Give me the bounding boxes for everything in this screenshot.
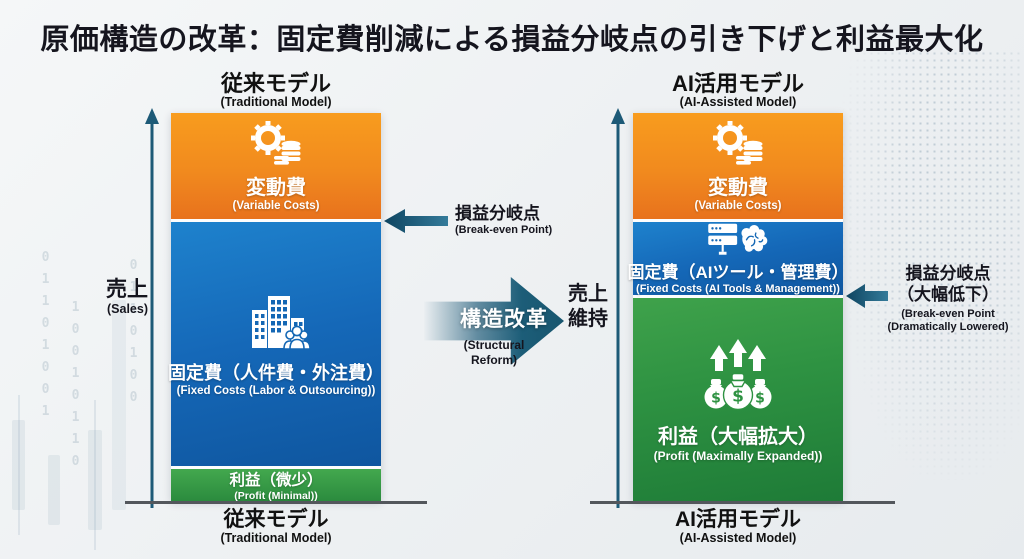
left-profit-segment: 利益（微少） (Profit (Minimal)) — [171, 469, 381, 502]
breakeven-en: (Break-even Point) — [455, 224, 553, 237]
candlestick-wick-decoration — [18, 395, 20, 535]
candlestick-decoration — [48, 455, 60, 525]
candlestick-decoration — [88, 430, 102, 530]
left-chart-footer: 従来モデル (Traditional Model) — [176, 508, 376, 545]
segment-label-jp: 利益（微少） — [229, 472, 323, 489]
breakeven-en-line2: (Dramatically Lowered) — [887, 321, 1009, 334]
right-breakeven-label: 損益分岐点 （大幅低下） (Break-even Point (Dramatic… — [878, 263, 1018, 335]
left-header-en: (Traditional Model) — [220, 95, 332, 110]
segment-label-en: (Profit (Maximally Expanded)) — [653, 448, 823, 463]
right-variable-costs-segment: 変動費 (Variable Costs) — [633, 113, 843, 219]
left-axis-label: 売上 (Sales) — [98, 278, 148, 316]
right-chart-header: AI活用モデル (AI-Assisted Model) — [638, 72, 838, 109]
left-fixed-costs-segment: 固定費（人件費・外注費） (Fixed Costs (Labor & Outso… — [168, 222, 384, 466]
sales-maintained-label: 売上 維持 — [565, 282, 611, 332]
right-profit-segment: $ $ $ 利益（大幅拡大） (Profit (Maximally Expand… — [633, 298, 843, 501]
axis-arrowhead-icon — [145, 108, 159, 124]
sales-maintained-line1: 売上 — [568, 283, 608, 305]
server-brain-icon — [708, 223, 768, 255]
segment-label-en: (Variable Costs) — [694, 200, 782, 212]
candlestick-decoration — [12, 420, 25, 510]
segment-label-en: (Fixed Costs (AI Tools & Management)) — [636, 283, 840, 295]
segment-label-jp: 固定費（人件費・外注費） — [168, 362, 384, 383]
left-variable-costs-segment: 変動費 (Variable Costs) — [171, 113, 381, 219]
sales-maintained-line2: 維持 — [568, 308, 608, 330]
reform-label-en: (Structural Reform) — [436, 338, 552, 368]
right-fixed-costs-segment: 固定費（AIツール・管理費） (Fixed Costs (AI Tools & … — [628, 222, 849, 295]
page-title: 原価構造の改革：固定費削減による損益分岐点の引き下げと利益最大化 — [40, 24, 984, 56]
left-footer-jp: 従来モデル — [223, 508, 329, 531]
left-breakeven-label: 損益分岐点 (Break-even Point) — [455, 203, 552, 238]
segment-label-en: (Variable Costs) — [232, 200, 320, 212]
right-header-en: (AI-Assisted Model) — [679, 95, 797, 110]
segment-label-jp: 固定費（AIツール・管理費） — [627, 263, 849, 282]
sales-label-en: (Sales) — [107, 302, 148, 317]
breakeven-left-arrow-icon — [384, 209, 448, 233]
binary-decoration: 0110100 — [126, 258, 141, 412]
breakeven-jp-line2: （大幅低下） — [897, 285, 999, 305]
right-footer-jp: AI活用モデル — [675, 508, 801, 531]
right-y-axis — [611, 108, 625, 508]
sales-label-jp: 売上 — [106, 278, 148, 301]
candlestick-decoration — [112, 300, 126, 510]
svg-text:$: $ — [755, 390, 765, 406]
segment-label-en: (Fixed Costs (Labor & Outsourcing)) — [176, 384, 376, 397]
binary-decoration: 10010110 — [68, 300, 83, 476]
svg-text:$: $ — [711, 390, 721, 406]
left-footer-en: (Traditional Model) — [220, 531, 332, 546]
left-y-axis — [145, 108, 159, 508]
right-footer-en: (AI-Assisted Model) — [679, 531, 797, 546]
svg-text:$: $ — [732, 386, 744, 406]
candlestick-wick-decoration — [94, 400, 96, 550]
reform-en-line2: Reform) — [470, 353, 517, 367]
breakeven-en-line1: (Break-even Point — [901, 307, 995, 320]
right-header-jp: AI活用モデル — [671, 71, 804, 96]
segment-label-en: (Profit (Minimal)) — [234, 490, 318, 502]
gear-coins-icon — [251, 121, 301, 165]
segment-label-jp: 利益（大幅拡大） — [658, 425, 818, 448]
world-dot-map-decoration — [840, 50, 1024, 480]
reform-en-line1: (Structural — [463, 338, 525, 352]
axis-arrowhead-icon — [611, 108, 625, 124]
breakeven-jp-line1: 損益分岐点 — [905, 264, 991, 283]
binary-decoration: 01101001 — [38, 250, 53, 426]
segment-label-jp: 変動費 — [246, 177, 306, 199]
gear-coins-icon — [713, 121, 763, 165]
reform-label-jp: 構造改革 — [460, 308, 548, 331]
breakeven-jp: 損益分岐点 — [455, 204, 540, 223]
segment-label-jp: 変動費 — [708, 177, 768, 199]
building-people-icon — [252, 295, 311, 350]
left-x-axis — [125, 501, 427, 504]
left-header-jp: 従来モデル — [220, 71, 331, 96]
money-bags-icon: $ $ $ — [704, 338, 772, 410]
right-x-axis — [590, 501, 895, 504]
left-chart-header: 従来モデル (Traditional Model) — [176, 72, 376, 109]
breakeven-right-arrow-icon — [846, 284, 888, 308]
right-chart-footer: AI活用モデル (AI-Assisted Model) — [638, 508, 838, 545]
